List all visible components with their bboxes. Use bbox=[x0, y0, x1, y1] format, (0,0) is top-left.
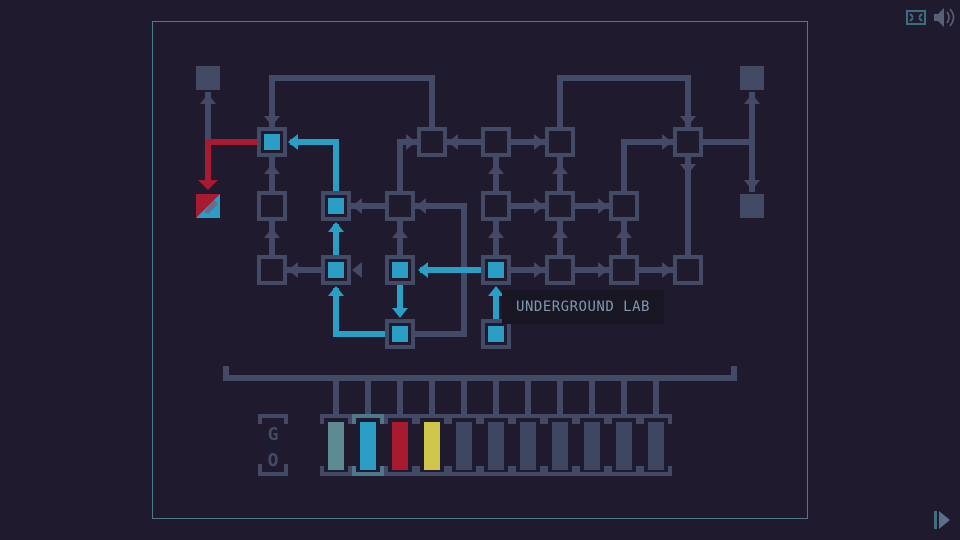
node-signal bbox=[488, 326, 504, 342]
go-label-g: G bbox=[268, 424, 279, 445]
go-button[interactable]: G O bbox=[258, 414, 288, 476]
circuit-node[interactable] bbox=[321, 255, 351, 285]
circuit-node[interactable] bbox=[257, 127, 287, 157]
color-slot[interactable] bbox=[448, 378, 480, 476]
circuit-node[interactable] bbox=[321, 191, 351, 221]
endpoint-top-left bbox=[196, 66, 220, 90]
node-signal bbox=[392, 262, 408, 278]
circuit-node[interactable] bbox=[385, 255, 415, 285]
circuit-node[interactable] bbox=[673, 255, 703, 285]
circuit-node[interactable] bbox=[609, 191, 639, 221]
color-slot[interactable] bbox=[416, 378, 448, 476]
go-label-o: O bbox=[268, 450, 279, 471]
color-slots bbox=[320, 378, 672, 476]
level-name-tooltip: UNDERGROUND LAB bbox=[502, 290, 664, 324]
board-frame bbox=[152, 21, 808, 519]
color-slot[interactable] bbox=[512, 378, 544, 476]
circuit-node[interactable] bbox=[257, 191, 287, 221]
color-slot[interactable] bbox=[352, 378, 384, 476]
circuit-node[interactable] bbox=[481, 319, 511, 349]
node-signal bbox=[328, 262, 344, 278]
color-slot[interactable] bbox=[576, 378, 608, 476]
wire-arrows bbox=[200, 94, 760, 278]
node-signal bbox=[488, 262, 504, 278]
color-slot[interactable] bbox=[320, 378, 352, 476]
endpoint-bottom-right bbox=[740, 194, 764, 218]
circuit-node[interactable] bbox=[545, 127, 575, 157]
circuit-node[interactable] bbox=[481, 191, 511, 221]
node-signal bbox=[328, 198, 344, 214]
circuit-node[interactable] bbox=[417, 127, 447, 157]
color-slot[interactable] bbox=[544, 378, 576, 476]
wires bbox=[205, 75, 755, 381]
endpoint-top-right bbox=[740, 66, 764, 90]
circuit-node[interactable] bbox=[609, 255, 639, 285]
circuit-node[interactable] bbox=[545, 191, 575, 221]
color-slot[interactable] bbox=[384, 378, 416, 476]
endpoints bbox=[196, 66, 764, 218]
blue-arrows bbox=[288, 134, 504, 318]
color-slot[interactable] bbox=[608, 378, 640, 476]
node-signal bbox=[264, 134, 280, 150]
red-arrow bbox=[198, 180, 218, 190]
color-slot[interactable] bbox=[640, 378, 672, 476]
red-path bbox=[205, 139, 257, 182]
endpoint-mixed-goal bbox=[196, 194, 220, 218]
node-signal bbox=[392, 326, 408, 342]
circuit-nodes bbox=[257, 127, 703, 349]
next-arrow-icon[interactable] bbox=[934, 511, 950, 529]
circuit-node[interactable] bbox=[385, 319, 415, 349]
speaker-icon[interactable] bbox=[934, 8, 955, 27]
fullscreen-icon[interactable] bbox=[906, 10, 926, 25]
circuit-node[interactable] bbox=[673, 127, 703, 157]
circuit-node[interactable] bbox=[481, 255, 511, 285]
circuit-node[interactable] bbox=[481, 127, 511, 157]
circuit-node[interactable] bbox=[385, 191, 415, 221]
circuit-node[interactable] bbox=[257, 255, 287, 285]
color-slot[interactable] bbox=[480, 378, 512, 476]
circuit-node[interactable] bbox=[545, 255, 575, 285]
